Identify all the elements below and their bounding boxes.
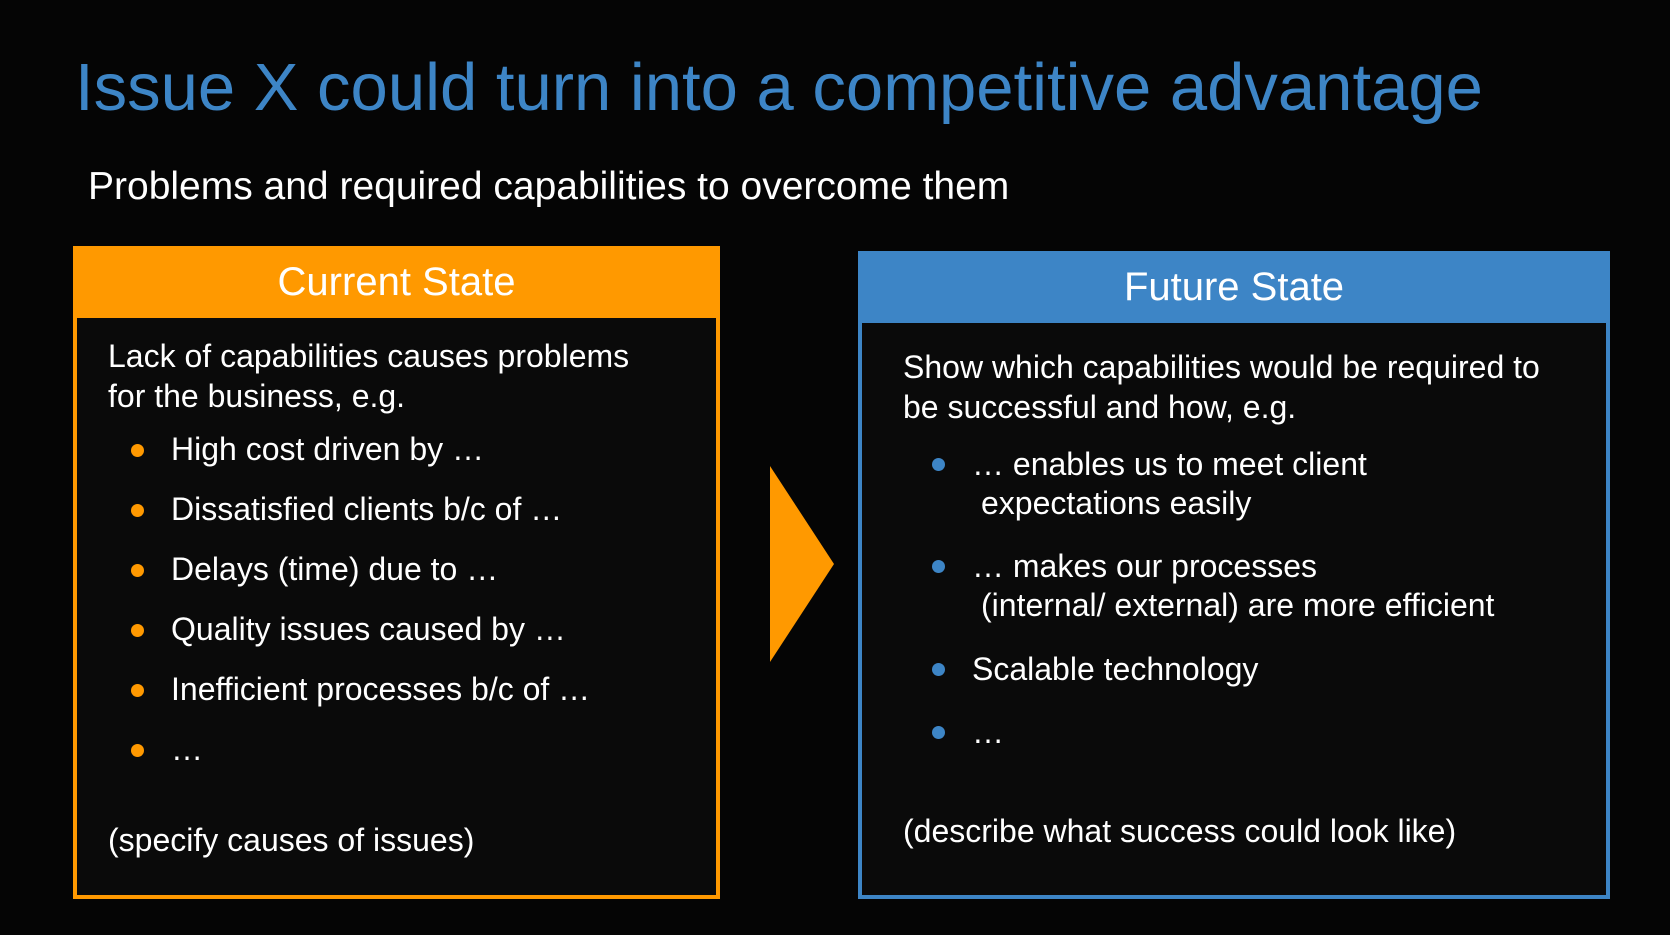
list-item-text: Inefficient processes b/c of …	[171, 671, 591, 707]
bullet-dot-icon	[932, 726, 945, 739]
bullet-dot-icon	[131, 684, 144, 697]
list-item: Dissatisfied clients b/c of …	[131, 490, 563, 529]
slide-title: Issue X could turn into a competitive ad…	[75, 50, 1483, 125]
current-state-intro: Lack of capabilities causes problems for…	[108, 336, 629, 416]
current-state-note: (specify causes of issues)	[108, 822, 475, 858]
bullet-dot-icon	[131, 444, 144, 457]
future-state-header: Future State	[858, 251, 1610, 323]
future-state-intro: Show which capabilities would be require…	[903, 347, 1540, 427]
bullet-dot-icon	[131, 504, 144, 517]
right-triangle-arrow-icon	[770, 466, 834, 662]
current-state-panel: Current State Lack of capabilities cause…	[73, 246, 720, 899]
list-item-text: … makes our processes	[972, 548, 1318, 584]
list-item-text: Dissatisfied clients b/c of …	[171, 491, 563, 527]
list-item-text: …	[972, 714, 1004, 750]
future-state-body: Show which capabilities would be require…	[862, 323, 1606, 895]
list-item: …	[131, 730, 203, 769]
list-item: Quality issues caused by …	[131, 610, 566, 649]
bullet-dot-icon	[932, 458, 945, 471]
list-item-text-continuation: expectations easily	[981, 485, 1252, 521]
list-item: …	[932, 713, 1004, 752]
list-item-text: Delays (time) due to …	[171, 551, 499, 587]
slide-subtitle: Problems and required capabilities to ov…	[88, 165, 1010, 208]
list-item: … makes our processes (internal/ externa…	[932, 547, 1495, 625]
bullet-dot-icon	[932, 560, 945, 573]
current-state-intro-line: for the business, e.g.	[108, 378, 406, 414]
list-item-text: …	[171, 731, 203, 767]
list-item-text: High cost driven by …	[171, 431, 485, 467]
list-item-text: … enables us to meet client	[972, 446, 1367, 482]
list-item: Inefficient processes b/c of …	[131, 670, 591, 709]
current-state-header: Current State	[73, 246, 720, 318]
list-item-text-continuation: (internal/ external) are more efficient	[981, 587, 1495, 623]
current-state-body: Lack of capabilities causes problems for…	[77, 318, 716, 895]
list-item: Scalable technology	[932, 650, 1259, 689]
list-item: Delays (time) due to …	[131, 550, 499, 589]
future-state-note: (describe what success could look like)	[903, 813, 1457, 849]
list-item-text: Quality issues caused by …	[171, 611, 566, 647]
bullet-dot-icon	[932, 663, 945, 676]
current-state-intro-line: Lack of capabilities causes problems	[108, 338, 630, 374]
future-state-intro-line: Show which capabilities would be require…	[903, 349, 1540, 385]
future-state-intro-line: be successful and how, e.g.	[903, 389, 1297, 425]
list-item: High cost driven by …	[131, 430, 485, 469]
future-state-panel: Future State Show which capabilities wou…	[858, 251, 1610, 899]
bullet-dot-icon	[131, 624, 144, 637]
list-item: … enables us to meet client expectations…	[932, 445, 1367, 523]
bullet-dot-icon	[131, 564, 144, 577]
list-item-text: Scalable technology	[972, 651, 1259, 687]
bullet-dot-icon	[131, 744, 144, 757]
